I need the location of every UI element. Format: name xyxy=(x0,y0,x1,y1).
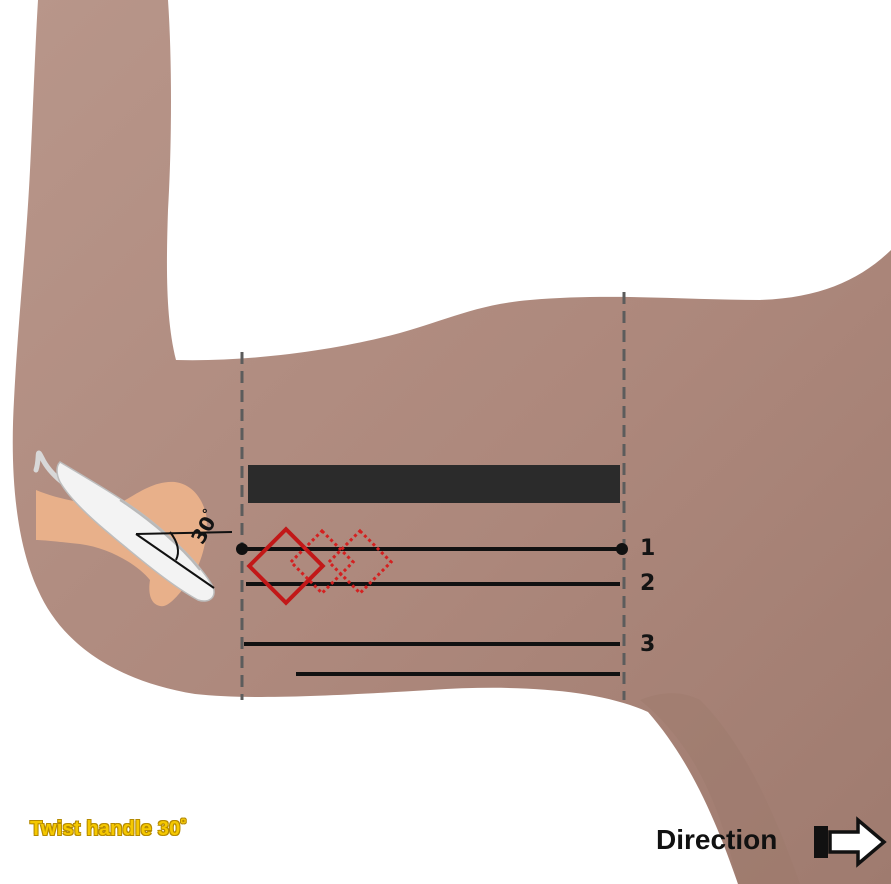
twist-handle-caption: Twist handle 30˚ xyxy=(30,818,187,841)
row-label-3: 3 xyxy=(640,632,655,657)
direction-label: Direction xyxy=(656,824,777,856)
treatment-line-1 xyxy=(236,543,628,555)
row-label-1: 1 xyxy=(640,536,655,561)
arm-skin xyxy=(13,0,891,884)
zone-bar xyxy=(248,465,620,503)
row-label-2: 2 xyxy=(640,571,655,596)
